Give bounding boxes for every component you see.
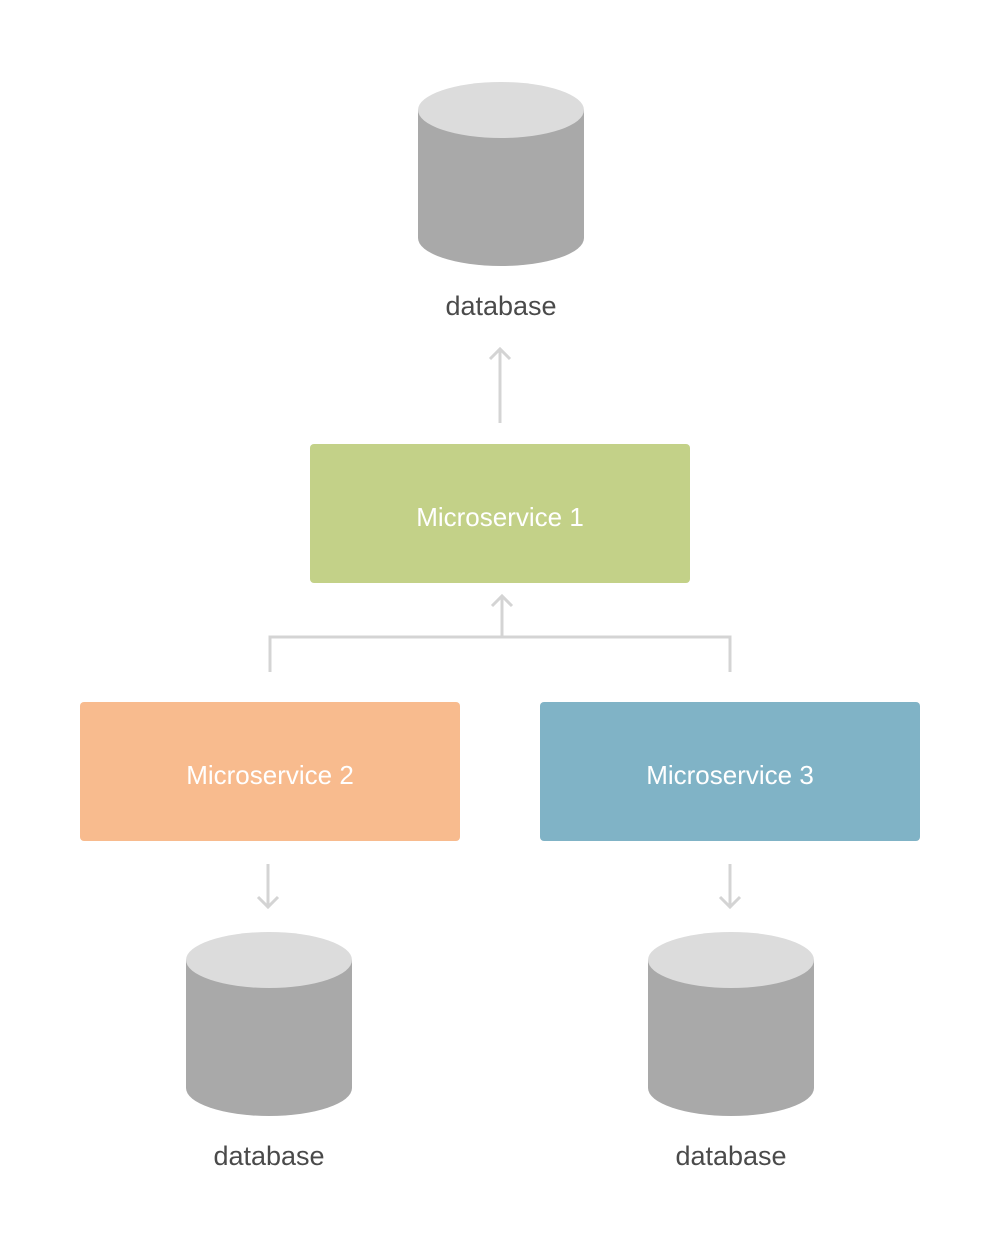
database-top-cylinder-body: [418, 110, 584, 266]
database-left: database: [186, 932, 352, 1171]
microservice-3-label: Microservice 3: [646, 760, 814, 790]
arrow-ms2-to-db-left: [256, 864, 280, 910]
database-left-cylinder-lid: [186, 932, 352, 988]
microservice-1-rect: [310, 444, 690, 583]
arrow-ms3-to-db-right: [718, 864, 742, 910]
microservice-1-label: Microservice 1: [416, 502, 584, 532]
database-right-cylinder-lid: [648, 932, 814, 988]
arrow-ms1-to-db-top: [488, 346, 512, 423]
microservice-3-box: Microservice 3: [540, 702, 920, 841]
database-left-label: database: [213, 1141, 324, 1171]
microservice-2-box: Microservice 2: [80, 702, 460, 841]
database-right: database: [648, 932, 814, 1171]
database-right-label: database: [675, 1141, 786, 1171]
microservice-3-rect: [540, 702, 920, 841]
microservice-2-rect: [80, 702, 460, 841]
arrow-ms2-ms3-to-ms1: [268, 593, 732, 672]
database-top-label: database: [445, 291, 556, 321]
database-right-cylinder-body: [648, 960, 814, 1116]
database-top-cylinder-lid: [418, 82, 584, 138]
database-top: database: [418, 82, 584, 321]
microservice-2-label: Microservice 2: [186, 760, 354, 790]
database-left-cylinder-body: [186, 960, 352, 1116]
microservice-1-box: Microservice 1: [310, 444, 690, 583]
